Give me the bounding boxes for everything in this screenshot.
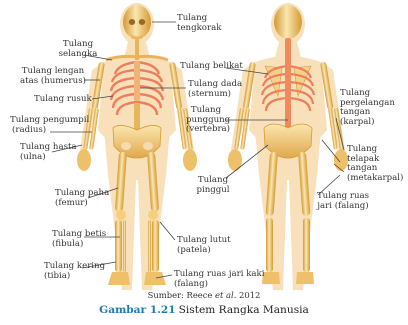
skull-back	[274, 5, 302, 39]
label-dada: Tulang dada(sternum)	[188, 80, 242, 99]
caption-text: Sistem Rangka Manusia	[179, 304, 309, 316]
label-ruas-kaki: Tulang ruas jari kaki(falang)	[174, 270, 264, 289]
label-betis: Tulang betis(fibula)	[52, 230, 106, 249]
vertebral-column	[285, 38, 291, 130]
label-paha: Tulang paha(femur)	[55, 189, 109, 208]
caption-label: Gambar 1.21	[99, 304, 175, 316]
figure-caption: Gambar 1.21 Sistem Rangka Manusia	[0, 304, 408, 316]
skeleton-back-view	[228, 3, 348, 290]
skull-front	[123, 5, 151, 39]
sternum-front	[134, 61, 140, 101]
label-kering: Tulang kering(tibia)	[44, 262, 105, 281]
label-lutut: Tulang lutut(patela)	[177, 236, 231, 255]
label-pengumpil: Tulang pengumpil(radius)	[10, 116, 89, 135]
label-rusuk: Tulang rusuk	[34, 95, 92, 105]
label-hasta: Tulang hasta(ulna)	[20, 143, 77, 162]
label-belikat: Tulang belikat	[180, 62, 243, 72]
source-credit: Sumber: Reece et al. 2012	[0, 290, 408, 300]
